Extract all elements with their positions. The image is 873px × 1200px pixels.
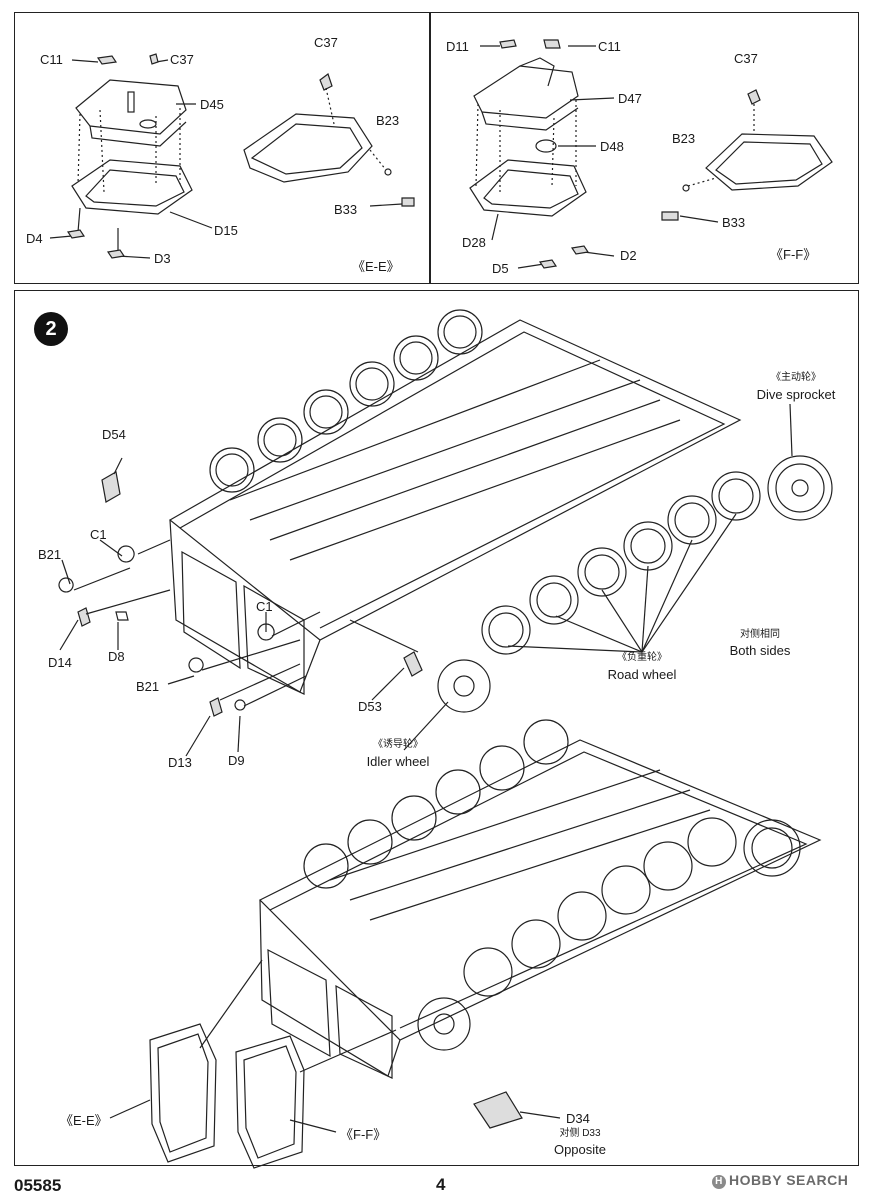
road-wheels-lower-right [417,817,801,1051]
drive-sprocket-upper [767,455,833,521]
ff-hatch-lower [469,139,587,217]
upper-leaders [59,403,793,757]
label-d5: D5 [492,261,509,276]
ff-guides [475,100,577,192]
both-sides-label-en: Both sides [729,643,791,658]
idler-wheel-label-cn: 《诱导轮》 [373,739,423,750]
ff-side-view [661,89,833,223]
sprocket-label-cn: 《主动轮》 [771,372,821,383]
label-d47: D47 [618,91,642,106]
hull-upper [168,319,742,695]
watermark-logo-icon: H [712,1175,726,1189]
road-wheel-label-en: Road wheel [607,667,677,682]
label-d14: D14 [48,655,72,670]
label-d8: D8 [108,649,125,664]
label-d34: D34 [566,1111,590,1126]
label-d28: D28 [462,235,486,250]
idler-wheel-label-en: Idler wheel [366,754,430,769]
label-d13: D13 [168,755,192,770]
label-c11: C11 [40,52,63,67]
ff-leaders [480,45,615,269]
label-c11-ff: C11 [598,39,621,54]
page-number: 4 [436,1175,446,1194]
panel-ee-frame [14,12,430,284]
ee-hatch-upper [75,79,187,147]
step-number-badge: 2 [34,312,68,346]
ff-small-parts [499,39,590,269]
ff-hatch-upper [473,57,579,131]
label-d48: D48 [600,139,624,154]
both-sides-label-cn: 对侧相同 [740,629,780,640]
label-d45: D45 [200,97,224,112]
idler-wheel-upper [437,659,491,713]
label-c37: C37 [170,52,194,67]
opposite-label-en: Opposite [553,1142,607,1157]
road-wheels-upper-left [209,309,483,493]
ee-guides [77,108,181,193]
label-d9: D9 [228,753,245,768]
hull-lower [258,739,822,1079]
label-d11: D11 [446,39,469,54]
label-b23-ff: B23 [672,131,696,146]
road-wheels-upper-right [481,471,761,655]
view-tag-ee-step: 《E-E》 [60,1113,108,1128]
ee-side-view [243,73,415,207]
view-tag-ee: 《E-E》 [352,259,400,274]
label-d3: D3 [154,251,171,266]
ee-small-parts [66,53,159,259]
opposite-label-cn: 对侧 D33 [559,1128,601,1139]
label-d53: D53 [358,699,382,714]
view-tag-ff-step: 《F-F》 [340,1127,387,1142]
watermark-text: HOBBY SEARCH [729,1172,849,1188]
road-wheel-label-cn: 《负重轮》 [617,652,667,663]
label-c1-left: C1 [90,527,107,542]
upper-parts [58,471,423,717]
lower-hatches [149,1023,523,1169]
view-tag-ff: 《F-F》 [770,247,817,262]
ee-leaders [49,59,213,259]
product-code: 05585 [14,1176,62,1195]
label-b33-ff: B33 [722,215,746,230]
label-d4: D4 [26,231,43,246]
label-b21-left: B21 [38,547,62,562]
ee-hatch-lower [71,159,193,215]
label-b21-right: B21 [136,679,160,694]
lower-leaders [109,959,561,1133]
label-d54: D54 [102,427,126,442]
label-d15: D15 [214,223,238,238]
label-d2: D2 [620,248,637,263]
label-c37-side: C37 [314,35,338,50]
label-c1-right: C1 [256,599,273,614]
label-b23: B23 [376,113,400,128]
label-b33: B33 [334,202,358,217]
label-c37-ff: C37 [734,51,758,66]
panel-ff-frame [430,12,859,284]
step-2-frame [14,290,859,1166]
sprocket-label-en: Dive sprocket [756,387,836,402]
road-wheels-lower-left [303,719,569,889]
